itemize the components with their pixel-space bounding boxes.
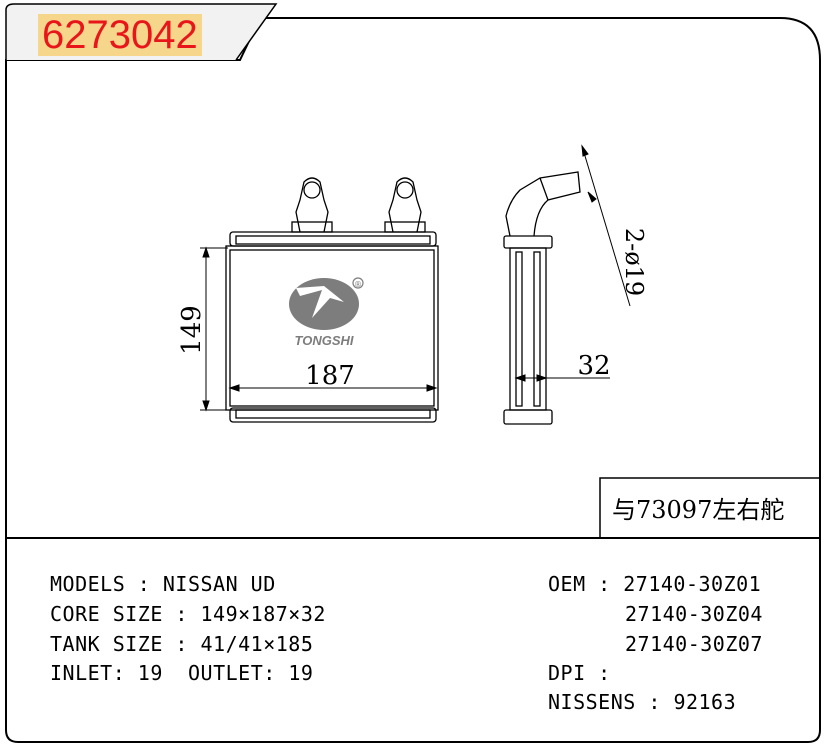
width-label: 187	[305, 361, 355, 391]
core-size-row: CORE SIZE : 149×187×32	[50, 602, 326, 626]
outer-frame	[5, 17, 821, 743]
side-view	[503, 171, 581, 425]
height-dimension	[200, 246, 228, 412]
oem-sep: :	[598, 572, 611, 596]
width-dimension	[228, 384, 438, 392]
height-label: 149	[177, 305, 207, 355]
dpi-label: DPI	[548, 661, 586, 685]
outlet-label: OUTLET:	[187, 661, 276, 685]
inlet-label: INLET:	[50, 661, 126, 685]
note-box	[599, 477, 820, 538]
depth-label: 32	[577, 351, 610, 381]
models-sep: :	[137, 572, 151, 596]
oem-value-2: 27140-30Z04	[625, 602, 763, 626]
tank-size-sep: :	[175, 632, 188, 656]
models-row: MODELS : NISSAN UD	[50, 572, 276, 596]
logo-brand-text: TONGSHI	[295, 333, 354, 348]
dpi-sep: :	[598, 661, 611, 685]
nissens-row: NISSENS : 92163	[548, 690, 736, 714]
front-view	[225, 177, 439, 423]
logo-registered-mark: ®	[354, 280, 362, 289]
outlet-value: 19	[288, 661, 314, 685]
note-text: 与73097左右舵	[612, 496, 785, 524]
oem-value-3: 27140-30Z07	[625, 632, 763, 656]
tank-size-row: TANK SIZE : 41/41×185	[50, 632, 313, 656]
tongshi-logo	[289, 277, 364, 330]
pipe-label: 2-ø19	[620, 228, 648, 296]
depth-dimension	[514, 374, 610, 382]
dpi-row: DPI :	[548, 661, 611, 685]
nissens-sep: :	[648, 690, 661, 714]
models-value: NISSAN UD	[162, 572, 276, 596]
oem-value-1: 27140-30Z01	[623, 572, 762, 596]
oem-label: OEM	[548, 572, 586, 596]
core-size-sep: :	[175, 602, 188, 626]
core-size-value: 149×187×32	[200, 602, 326, 626]
tank-size-label: TANK SIZE	[50, 632, 163, 656]
nissens-value: 92163	[673, 690, 737, 714]
oem-row: OEM : 27140-30Z01	[548, 572, 761, 596]
pipe-leader	[581, 144, 631, 307]
part-number-badge: 6273042	[38, 14, 202, 56]
inlet-outlet-row: INLET: 19 OUTLET: 19	[50, 661, 313, 685]
nissens-label: NISSENS	[548, 690, 636, 714]
models-label: MODELS	[50, 572, 126, 596]
tank-size-value: 41/41×185	[200, 632, 314, 656]
core-size-label: CORE SIZE	[50, 602, 163, 626]
inlet-value: 19	[137, 661, 163, 685]
